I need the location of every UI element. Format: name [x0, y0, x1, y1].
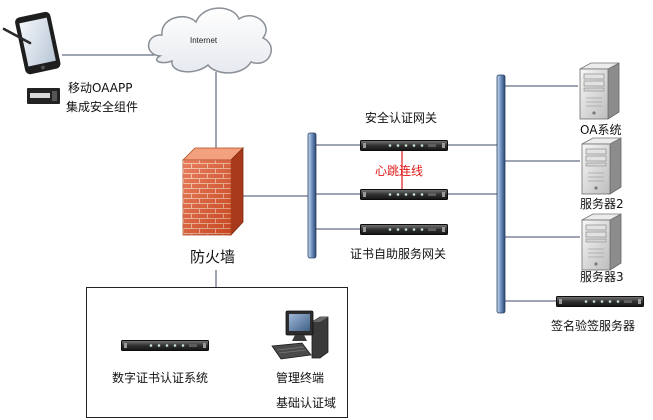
server-3-label: 服务器3: [580, 269, 624, 284]
tablet-icon: [15, 11, 61, 75]
management-terminal-label: 管理终端: [276, 370, 324, 385]
signature-server-label: 签名验签服务器: [551, 318, 635, 333]
self-service-gateway-icon: [361, 225, 448, 235]
auth-domain-box: [86, 287, 348, 418]
ca-system-icon: [122, 341, 209, 351]
security-gateway-label: 安全认证网关: [365, 110, 437, 125]
oa-server-icon: [580, 63, 619, 119]
stylus-icon: [2, 27, 32, 45]
auth-domain-label: 基础认证域: [276, 396, 336, 410]
mobile-device: [2, 11, 61, 104]
security-chip-icon: [27, 88, 60, 104]
server-2-label: 服务器2: [580, 196, 624, 211]
signature-server-icon: [557, 297, 644, 307]
firewall-icon: [182, 147, 244, 237]
cloud-icon: [147, 7, 272, 74]
self-service-gateway-label: 证书自助服务网关: [350, 246, 446, 261]
mobile-label-line2: 集成安全组件: [66, 99, 138, 114]
mobile-label-line1: 移动OAAPP: [68, 81, 132, 95]
heartbeat-label: 心跳连线: [375, 163, 423, 178]
firewall-label: 防火墙: [190, 248, 235, 266]
oa-server-label: OA系统: [580, 123, 621, 137]
gateway-bus-bar: [307, 132, 317, 259]
cloud-label: Internet: [190, 36, 218, 45]
server-3-icon: [582, 214, 621, 270]
workstation-icon: [271, 310, 329, 360]
internet-cloud: Internet: [147, 7, 272, 74]
security-gateway-1-icon: [361, 141, 448, 151]
server-bus-bar: [496, 74, 506, 314]
security-gateway-2-icon: [361, 190, 448, 200]
ca-system-label: 数字证书认证系统: [112, 370, 208, 385]
server-2-icon: [582, 138, 621, 194]
